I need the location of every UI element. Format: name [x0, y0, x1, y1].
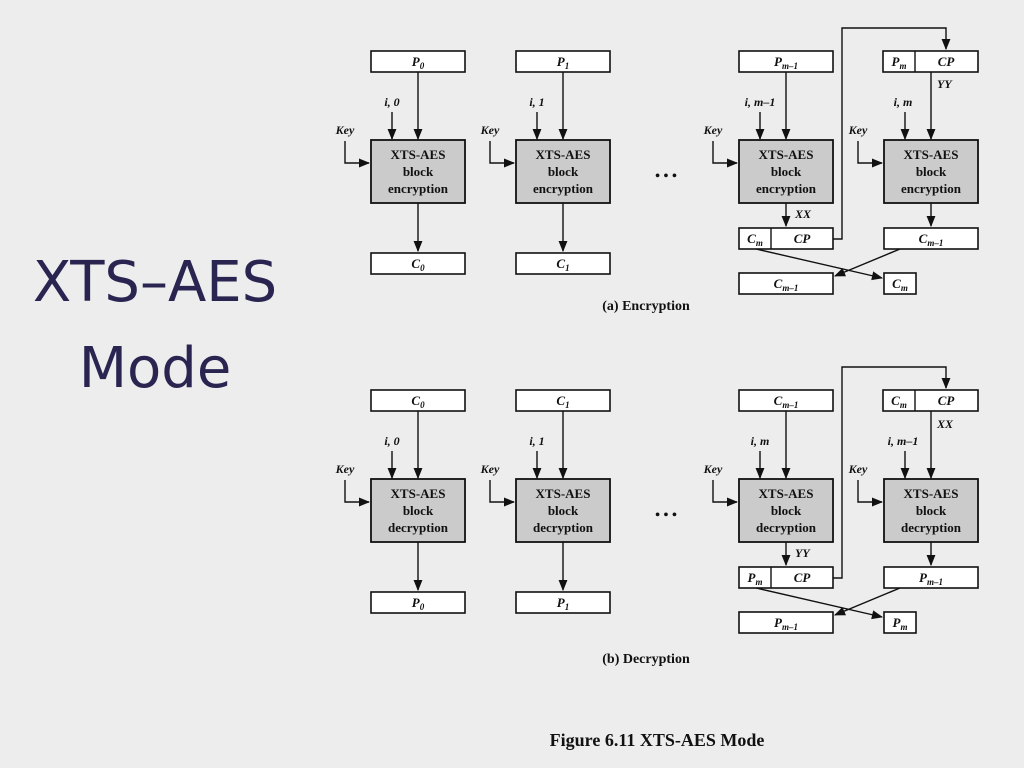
- dec-key-label-1: Key: [335, 462, 355, 476]
- enc-block-1-line1: XTS-AES: [391, 147, 446, 162]
- dec-input-c0: C0: [411, 393, 425, 410]
- enc-caption: (a) Encryption: [602, 299, 690, 314]
- enc-cm1-bottom-box: [738, 272, 834, 295]
- dec-cp-in: CP: [938, 393, 956, 408]
- enc-block-2-line3: encryption: [533, 181, 594, 196]
- enc-tweak-2: i, 1: [529, 95, 544, 109]
- slide-title-line1: XTS–AES: [32, 250, 278, 315]
- dec-pm1-right-box: [883, 566, 979, 589]
- enc-block-1-line3: encryption: [388, 181, 449, 196]
- enc-input-pm: Pm: [892, 54, 907, 71]
- enc-tweak-4: i, m: [894, 95, 913, 109]
- dec-block-4-line1: XTS-AES: [904, 486, 959, 501]
- enc-label-xx: XX: [794, 207, 812, 221]
- enc-cm1-right-box: [883, 227, 979, 250]
- dec-output-p0: P0: [412, 595, 425, 612]
- dec-pm1-right: Pm–1: [919, 570, 943, 587]
- dec-pm-bottom-box: [883, 611, 917, 634]
- slide-title: XTS–AES Mode: [0, 240, 310, 412]
- enc-block-1-line2: block: [403, 164, 434, 179]
- dec-output-p0-box: [370, 591, 466, 614]
- slide-title-line2: Mode: [78, 336, 232, 401]
- dec-input-c1: C1: [556, 393, 569, 410]
- dec-block-4: [883, 478, 979, 543]
- dec-output-p1-box: [515, 591, 611, 614]
- enc-tweak-1: i, 0: [384, 95, 399, 109]
- dec-block-1-line1: XTS-AES: [391, 486, 446, 501]
- enc-output-c1-box: [515, 252, 611, 275]
- enc-block-2-line1: XTS-AES: [536, 147, 591, 162]
- enc-block-2-line2: block: [548, 164, 579, 179]
- enc-cm-bottom-box: [883, 272, 917, 295]
- enc-block-3-line1: XTS-AES: [759, 147, 814, 162]
- dec-tweak-2: i, 1: [529, 434, 544, 448]
- enc-key-label-4: Key: [848, 123, 868, 137]
- dec-block-3: [738, 478, 834, 543]
- dec-input-cm1: Cm–1: [774, 393, 799, 410]
- dec-block-1: [370, 478, 466, 543]
- enc-block-4-line2: block: [916, 164, 947, 179]
- figure-caption: Figure 6.11 XTS-AES Mode: [550, 730, 765, 750]
- dec-pm-bottom: Pm: [893, 615, 908, 632]
- enc-input-p0: P0: [412, 54, 425, 71]
- enc-input-pm1: Pm–1: [774, 54, 798, 71]
- dec-ellipsis: • • •: [655, 508, 677, 523]
- dec-input-cm: Cm: [891, 393, 907, 410]
- enc-block-4: [883, 139, 979, 204]
- dec-block-2-line1: XTS-AES: [536, 486, 591, 501]
- dec-block-4-line3: decryption: [901, 520, 962, 535]
- dec-caption: (b) Decryption: [602, 652, 690, 667]
- enc-block-3-line2: block: [771, 164, 802, 179]
- enc-cm1-right: Cm–1: [919, 231, 944, 248]
- dec-key-label-4: Key: [848, 462, 868, 476]
- dec-block-2-line2: block: [548, 503, 579, 518]
- enc-key-label-2: Key: [480, 123, 500, 137]
- dec-cp-out: CP: [794, 570, 812, 585]
- dec-tweak-3: i, m: [751, 434, 770, 448]
- dec-label-yy: YY: [795, 546, 811, 560]
- enc-output-c0: C0: [411, 256, 425, 273]
- dec-pm1-bottom: Pm–1: [774, 615, 798, 632]
- dec-block-3-line1: XTS-AES: [759, 486, 814, 501]
- enc-output-c0-box: [370, 252, 466, 275]
- dec-block-2-line3: decryption: [533, 520, 594, 535]
- dec-block-4-line2: block: [916, 503, 947, 518]
- enc-tweak-3: i, m–1: [745, 95, 776, 109]
- dec-pm1-bottom-box: [738, 611, 834, 634]
- dec-label-xx: XX: [936, 417, 954, 431]
- enc-label-yy: YY: [937, 77, 953, 91]
- dec-block-3-line3: decryption: [756, 520, 817, 535]
- enc-cm-top: Cm: [747, 231, 763, 248]
- enc-block-3-line3: encryption: [756, 181, 817, 196]
- enc-key-label-3: Key: [703, 123, 723, 137]
- enc-cp-in: CP: [938, 54, 956, 69]
- dec-output-p1: P1: [557, 595, 569, 612]
- dec-tweak-4: i, m–1: [888, 434, 919, 448]
- dec-block-1-line3: decryption: [388, 520, 449, 535]
- enc-key-label-1: Key: [335, 123, 355, 137]
- enc-ellipsis: • • •: [655, 169, 677, 184]
- dec-key-label-3: Key: [703, 462, 723, 476]
- enc-block-1: [370, 139, 466, 204]
- enc-cp-out: CP: [794, 231, 812, 246]
- dec-key-label-2: Key: [480, 462, 500, 476]
- enc-input-p1: P1: [557, 54, 569, 71]
- dec-block-2: [515, 478, 611, 543]
- decryption-panel: C0 i, 0 Key XTS-AES block decryption P0 …: [335, 366, 979, 667]
- enc-cm-bottom: Cm: [892, 276, 908, 293]
- dec-pm-top: Pm: [748, 570, 763, 587]
- enc-cm1-bottom: Cm–1: [774, 276, 799, 293]
- enc-block-4-line3: encryption: [901, 181, 962, 196]
- dec-block-1-line2: block: [403, 503, 434, 518]
- dec-block-3-line2: block: [771, 503, 802, 518]
- dec-tweak-1: i, 0: [384, 434, 399, 448]
- enc-block-4-line1: XTS-AES: [904, 147, 959, 162]
- enc-output-c1: C1: [556, 256, 569, 273]
- encryption-panel: P0 i, 0 Key XTS-AES block encryption C0 …: [335, 27, 979, 314]
